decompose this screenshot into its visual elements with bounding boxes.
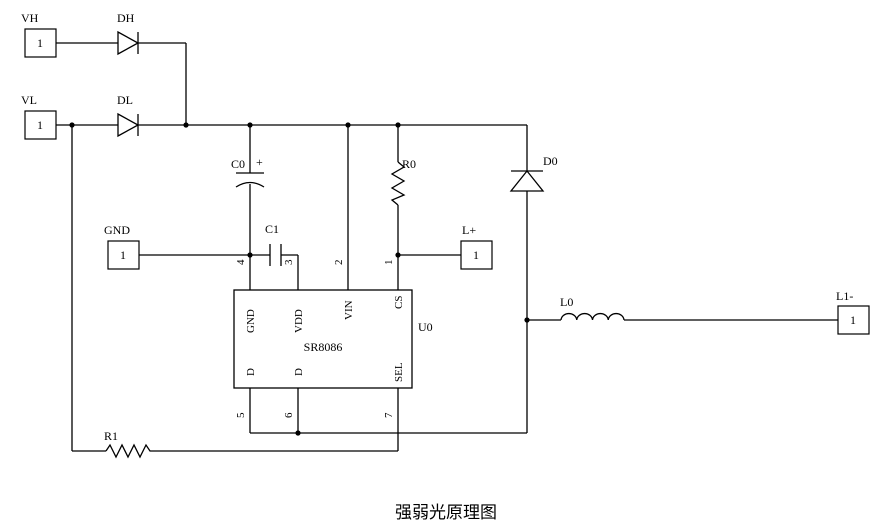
- resistor-r0-label: R0: [402, 157, 416, 171]
- port-gnd-label: GND: [104, 223, 130, 237]
- port-lplus-pin: 1: [473, 248, 479, 262]
- junction-dots: [69, 122, 530, 436]
- ic-pin-number-4: 4: [235, 259, 247, 265]
- port-vh: 1 VH: [21, 11, 57, 58]
- junction-dot: [395, 252, 401, 258]
- port-lplus-label: L+: [462, 223, 476, 237]
- diode-d0: D0: [509, 154, 558, 192]
- ic-pin-number-1: 1: [383, 260, 395, 266]
- ic-pin-label-d5: D: [245, 368, 257, 376]
- ic-pin-number-5: 5: [235, 412, 247, 418]
- port-lplus: 1 L+: [460, 223, 493, 270]
- capacitor-c0: C0 +: [231, 155, 265, 188]
- resistor-r0: R0: [390, 157, 416, 206]
- diagram-caption: 强弱光原理图: [395, 503, 497, 523]
- port-l1minus-label: L1-: [836, 289, 853, 303]
- capacitor-c0-polarity: +: [256, 155, 263, 169]
- junction-dot: [247, 252, 253, 258]
- port-vl-pin: 1: [37, 118, 43, 132]
- junction-dot: [69, 122, 75, 128]
- resistor-r1: R1: [104, 429, 154, 459]
- diode-dh: DH: [117, 11, 140, 56]
- capacitor-c1: C1: [265, 222, 282, 266]
- port-gnd-pin: 1: [120, 248, 126, 262]
- capacitor-c0-label: C0: [231, 157, 245, 171]
- inductor-l0: L0: [560, 295, 625, 321]
- diode-d0-label: D0: [543, 154, 558, 168]
- inductor-l0-label: L0: [560, 295, 573, 309]
- resistor-r1-label: R1: [104, 429, 118, 443]
- ic-pin-label-gnd: GND: [245, 309, 257, 333]
- ic-pin-label-vin: VIN: [343, 300, 355, 320]
- ic-pin-label-vdd: VDD: [293, 309, 305, 333]
- diode-dh-label: DH: [117, 11, 135, 25]
- junction-dot: [524, 317, 530, 323]
- junction-dot: [345, 122, 351, 128]
- junction-dot: [247, 122, 253, 128]
- port-gnd: 1 GND: [104, 223, 140, 270]
- ic-pin-label-cs: CS: [393, 296, 405, 309]
- ic-pin-label-d6: D: [293, 368, 305, 376]
- wires: [56, 42, 838, 452]
- diode-dl-label: DL: [117, 93, 133, 107]
- port-vh-pin: 1: [37, 36, 43, 50]
- junction-dot: [395, 122, 401, 128]
- port-l1minus-pin: 1: [850, 313, 856, 327]
- ic-pin-number-7: 7: [383, 412, 395, 418]
- ic-pin-label-sel: SEL: [393, 362, 405, 382]
- ic-pin-number-2: 2: [333, 260, 345, 266]
- port-vl-label: VL: [21, 93, 37, 107]
- diode-dl: DL: [117, 93, 140, 138]
- ic-pin-number-3: 3: [283, 259, 295, 265]
- port-vl: 1 VL: [21, 93, 57, 140]
- capacitor-c1-label: C1: [265, 222, 279, 236]
- junction-dot: [295, 430, 301, 436]
- ic-u0: U0 SR8086 GND VDD VIN CS 4 3 2 1 D D SEL…: [233, 259, 433, 418]
- port-vh-label: VH: [21, 11, 39, 25]
- ic-pin-number-6: 6: [283, 412, 295, 418]
- junction-dot: [183, 122, 189, 128]
- port-l1minus: 1 L1-: [836, 289, 870, 335]
- ic-part-number: SR8086: [304, 340, 343, 354]
- ic-refdes: U0: [418, 320, 433, 334]
